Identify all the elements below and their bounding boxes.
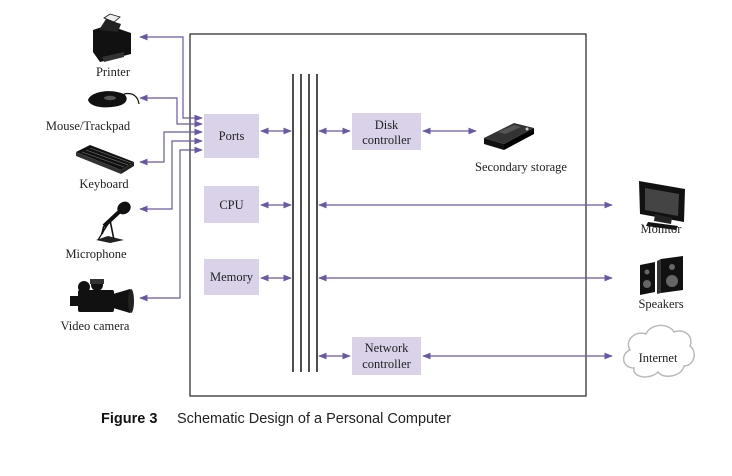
memory-label: Memory [210, 270, 254, 284]
monitor-icon [639, 181, 685, 230]
microphone-arrow [139, 137, 203, 213]
monitor-label: Monitor [641, 222, 683, 236]
peripheral-connectors [139, 33, 203, 302]
disk-controller-box: Disk controller [352, 113, 421, 150]
figure-number: Figure 3 [101, 411, 157, 427]
figure-caption: Schematic Design of a Personal Computer [177, 411, 451, 427]
ports-label: Ports [219, 129, 245, 143]
hard-drive-icon [484, 123, 534, 150]
printer-label: Printer [96, 65, 131, 79]
bus-connectors [260, 127, 613, 360]
internet-label: Internet [639, 351, 678, 365]
camera-arrow [139, 146, 203, 302]
video-camera-icon [70, 279, 134, 313]
cloud-icon [622, 324, 695, 378]
ports-box: Ports [204, 114, 259, 158]
microphone-icon [96, 201, 131, 243]
speakers-icon [640, 256, 683, 295]
secondary-storage-label: Secondary storage [475, 160, 567, 174]
printer-arrow [139, 33, 203, 122]
system-bus [292, 74, 318, 372]
keyboard-icon [76, 145, 134, 174]
network-controller-label-line2: controller [362, 357, 411, 371]
network-controller-box: Network controller [352, 337, 421, 375]
microphone-label: Microphone [65, 247, 127, 261]
keyboard-label: Keyboard [79, 177, 129, 191]
video-camera-label: Video camera [60, 319, 129, 333]
speakers-label: Speakers [638, 297, 683, 311]
cpu-box: CPU [204, 186, 259, 223]
disk-controller-label-line2: controller [362, 133, 411, 147]
cpu-label: CPU [219, 198, 243, 212]
keyboard-arrow [139, 128, 203, 166]
mouse-arrow [139, 94, 203, 128]
network-controller-label-line1: Network [365, 341, 409, 355]
disk-controller-label-line1: Disk [375, 118, 399, 132]
printer-icon [93, 13, 131, 62]
mouse-icon [88, 91, 140, 108]
mouse-label: Mouse/Trackpad [46, 119, 131, 133]
memory-box: Memory [204, 259, 259, 295]
